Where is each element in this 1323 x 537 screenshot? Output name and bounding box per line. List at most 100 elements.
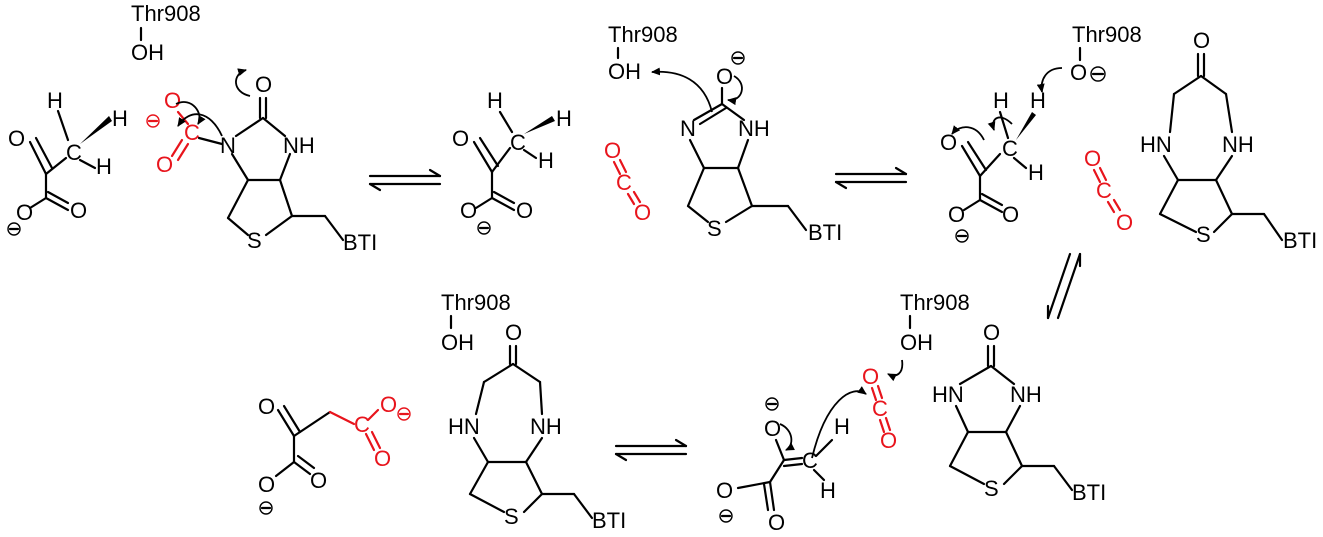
svg-text:O: O bbox=[70, 198, 87, 223]
svg-text:O: O bbox=[1084, 146, 1101, 171]
svg-text:C: C bbox=[510, 130, 526, 155]
svg-text:H: H bbox=[834, 414, 850, 439]
svg-text:OH: OH bbox=[441, 330, 474, 355]
biotin-enolate: O N NH S BTI bbox=[680, 51, 842, 245]
svg-text:O: O bbox=[16, 200, 33, 225]
svg-text:Thr908: Thr908 bbox=[1072, 22, 1142, 47]
svg-text:BTI: BTI bbox=[343, 230, 377, 255]
svg-text:H: H bbox=[1030, 88, 1046, 113]
svg-text:H: H bbox=[1028, 160, 1044, 185]
svg-text:NH: NH bbox=[530, 414, 562, 439]
svg-text:C: C bbox=[802, 448, 818, 473]
biotin-free-3: O HN NH S BTI bbox=[448, 320, 626, 533]
panel-enolate-carboxylation: Thr908 OH O C O O C H H O O bbox=[716, 290, 1106, 535]
svg-text:S: S bbox=[504, 504, 519, 529]
svg-text:O: O bbox=[1116, 210, 1133, 235]
pyruvate-2: H H H C O O O bbox=[452, 88, 572, 235]
thr908-hydroxyl: OH bbox=[131, 40, 164, 65]
svg-text:O: O bbox=[255, 72, 272, 97]
panel-oxaloacetate: Thr908 OH O O O C O O bbox=[258, 290, 626, 533]
svg-text:O: O bbox=[604, 138, 621, 163]
svg-text:NH: NH bbox=[1010, 382, 1042, 407]
panel-proton-abstraction: Thr908 O H H H C O O O bbox=[940, 22, 1317, 253]
svg-text:O: O bbox=[1070, 60, 1087, 85]
biotin-free-2: O HN NH S BTI bbox=[932, 320, 1106, 505]
svg-text:O: O bbox=[716, 64, 733, 89]
svg-text:O: O bbox=[768, 510, 785, 532]
new-carboxylate: C O O bbox=[328, 392, 411, 471]
svg-text:N: N bbox=[220, 133, 236, 158]
svg-text:H: H bbox=[112, 106, 128, 131]
svg-text:HN: HN bbox=[448, 414, 480, 439]
svg-text:O: O bbox=[380, 392, 397, 417]
svg-text:BTI: BTI bbox=[808, 220, 842, 245]
oxaloacetate: O O O bbox=[258, 394, 332, 515]
svg-text:O: O bbox=[940, 130, 957, 155]
svg-text:O: O bbox=[764, 416, 781, 441]
thr908-label: Thr908 bbox=[131, 1, 201, 26]
svg-text:O: O bbox=[1193, 28, 1210, 53]
svg-text:OH: OH bbox=[900, 330, 933, 355]
svg-text:H: H bbox=[487, 88, 503, 113]
svg-text:O: O bbox=[258, 472, 275, 497]
svg-text:BTI: BTI bbox=[1072, 480, 1106, 505]
svg-text:H: H bbox=[993, 88, 1009, 113]
svg-text:H: H bbox=[556, 106, 572, 131]
carboxybiotin: N NH O S BTI bbox=[220, 72, 377, 255]
svg-text:O: O bbox=[862, 364, 879, 389]
equilibrium-arrow-2 bbox=[834, 166, 908, 190]
svg-text:NH: NH bbox=[1222, 132, 1254, 157]
svg-text:H: H bbox=[538, 148, 554, 173]
svg-text:O: O bbox=[948, 202, 965, 227]
svg-text:O: O bbox=[983, 320, 1000, 345]
svg-text:O: O bbox=[880, 428, 897, 453]
svg-text:HN: HN bbox=[932, 382, 964, 407]
svg-text:C: C bbox=[1096, 178, 1112, 203]
svg-text:O: O bbox=[8, 126, 25, 151]
free-co2-1: O C O bbox=[604, 138, 651, 225]
svg-text:S: S bbox=[707, 216, 722, 241]
panel-carboxybiotin-pyruvate: Thr908 OH H H H C O O O O bbox=[7, 1, 377, 255]
svg-text:C: C bbox=[354, 412, 370, 437]
svg-text:C: C bbox=[66, 140, 82, 165]
svg-text:C: C bbox=[1002, 136, 1018, 161]
enolpyruvate: O C H H O O bbox=[716, 397, 850, 535]
equilibrium-arrow-1 bbox=[368, 168, 442, 192]
svg-text:O: O bbox=[164, 88, 181, 113]
svg-text:BTI: BTI bbox=[592, 508, 626, 532]
svg-text:C: C bbox=[616, 170, 632, 195]
svg-text:OH: OH bbox=[608, 59, 641, 84]
svg-text:Thr908: Thr908 bbox=[900, 290, 970, 315]
carboxyl-group: O C O bbox=[146, 88, 224, 177]
svg-text:H: H bbox=[96, 154, 112, 179]
svg-text:S: S bbox=[247, 228, 262, 253]
svg-text:O: O bbox=[460, 198, 477, 223]
svg-text:S: S bbox=[984, 476, 999, 501]
svg-text:O: O bbox=[374, 446, 391, 471]
svg-text:O: O bbox=[1002, 202, 1019, 227]
svg-text:Thr908: Thr908 bbox=[608, 22, 678, 47]
svg-text:O: O bbox=[634, 200, 651, 225]
free-co2-2: O C O bbox=[1084, 146, 1133, 235]
svg-text:O: O bbox=[505, 320, 522, 345]
co2-red-4: O C O bbox=[862, 364, 897, 453]
svg-text:N: N bbox=[680, 116, 696, 141]
pyruvate: H H H C O O O bbox=[7, 88, 128, 236]
svg-text:H: H bbox=[47, 88, 63, 113]
svg-text:Thr908: Thr908 bbox=[441, 290, 511, 315]
svg-text:H: H bbox=[820, 478, 836, 503]
svg-text:C: C bbox=[872, 396, 888, 421]
svg-text:S: S bbox=[1196, 222, 1211, 247]
svg-text:BTI: BTI bbox=[1283, 228, 1317, 253]
svg-text:HN: HN bbox=[1140, 132, 1172, 157]
svg-text:NH: NH bbox=[283, 133, 315, 158]
svg-text:C: C bbox=[184, 120, 200, 145]
svg-text:O: O bbox=[156, 152, 173, 177]
panel-decarboxylation: H H H C O O O O C O bbox=[452, 22, 842, 245]
equilibrium-arrow-4 bbox=[614, 438, 688, 462]
equilibrium-arrow-3 bbox=[1046, 252, 1082, 320]
svg-text:O: O bbox=[516, 198, 533, 223]
svg-text:O: O bbox=[452, 126, 469, 151]
svg-text:O: O bbox=[716, 478, 733, 503]
